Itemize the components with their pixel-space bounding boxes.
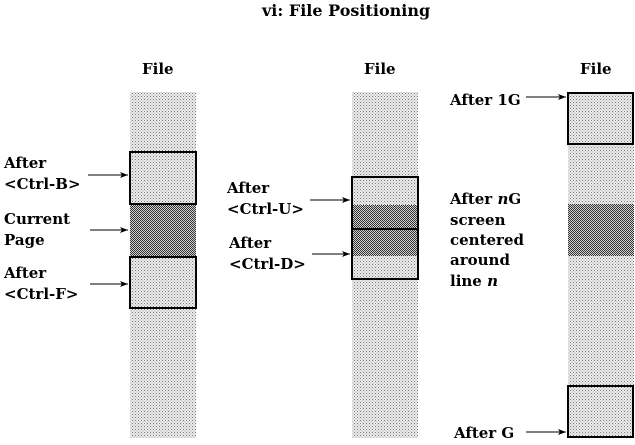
label-line: around <box>450 251 510 269</box>
label-line: Page <box>4 231 45 249</box>
after-1g-page-box <box>567 92 634 145</box>
ctrl-b-page-box <box>129 151 197 205</box>
label-line: screen <box>450 211 506 229</box>
label-line: line n <box>450 272 498 290</box>
ctrl-d-page-box <box>351 228 419 280</box>
label-line: centered <box>450 231 525 249</box>
file-column-1: File After <Ctrl-B> Current Page After <… <box>3 60 197 438</box>
label-after-1g: After 1G <box>449 91 521 109</box>
label-line: After <box>3 264 47 282</box>
label-line: Current <box>4 210 70 228</box>
label-after-ng: After nG <box>449 190 521 208</box>
after-g-page-box <box>567 385 634 438</box>
file-column-2: File After <Ctrl-U> After <Ctrl-D> <box>226 60 419 438</box>
file-bar <box>568 92 634 438</box>
file-bar <box>130 92 196 438</box>
current-page-region <box>130 204 196 257</box>
column-heading: File <box>364 60 396 78</box>
label-line: <Ctrl-D> <box>229 255 306 273</box>
file-column-3: File After 1G After nG screen centered a… <box>449 60 634 442</box>
diagram-title: vi: File Positioning <box>261 1 430 20</box>
label-line: After <box>226 179 270 197</box>
label-line: <Ctrl-B> <box>4 175 81 193</box>
centered-screen-region <box>568 204 634 256</box>
ctrl-f-page-box <box>129 256 197 309</box>
label-after-g: After G <box>453 424 514 442</box>
label-line: <Ctrl-F> <box>4 285 78 303</box>
label-line: <Ctrl-U> <box>227 200 304 218</box>
label-line: After <box>3 154 47 172</box>
column-heading: File <box>580 60 612 78</box>
file-bar <box>352 92 418 438</box>
column-heading: File <box>142 60 174 78</box>
current-page-region <box>352 205 418 256</box>
label-line: After <box>228 234 272 252</box>
